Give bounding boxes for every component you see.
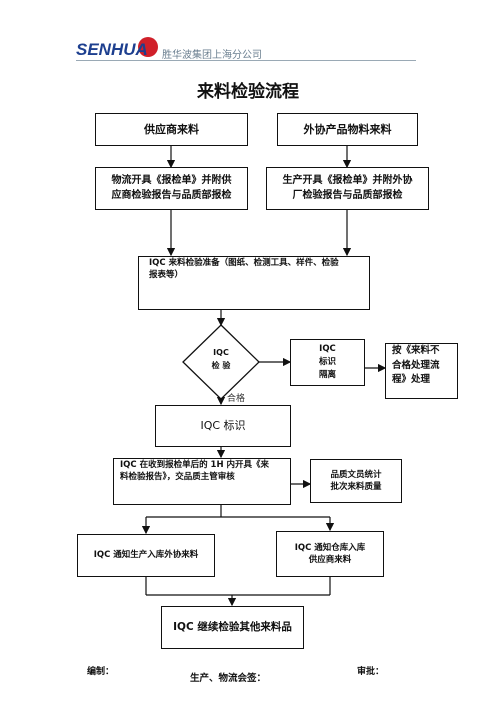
production-line2: 厂检验报告与品质部报检 (292, 189, 403, 201)
footer-sign: 生产、物流会签： (190, 673, 267, 684)
decision-line1: IQC (213, 348, 229, 357)
logistics-line1: 物流开具《报检单》并附供 (111, 175, 232, 186)
decision-line2: 检 验 (211, 360, 231, 370)
box-production-report: 生产开具《报检单》并附外协 厂检验报告与品质部报检 (266, 167, 429, 210)
box-outsource: 外协产品物料来料 (277, 113, 418, 146)
company-name: 胜华波集团上海分公司 (162, 50, 262, 61)
box-inspection-prep: IQC 来料检验准备（图纸、检测工具、样件、检验 报表等） (138, 256, 370, 310)
box-notify-production: IQC 通知生产入库外协来料 (77, 534, 215, 577)
stats-line2: 批次来料质量 (330, 482, 382, 492)
page-title: 来料检验流程 (197, 82, 299, 102)
box-iqc-mark: IQC 标识 (155, 405, 291, 447)
box-outsource-label: 外协产品物料来料 (303, 122, 392, 136)
box-supplier-label: 供应商来料 (144, 122, 199, 136)
box-logistics-report: 物流开具《报检单》并附供 应商检验报告与品质部报检 (95, 167, 248, 210)
stats-line1: 品质文员统计 (330, 469, 382, 480)
box-nonconform-process: 按《来料不 合格处理流 程》处理 (385, 343, 458, 399)
box-supplier: 供应商来料 (95, 113, 248, 146)
footer-editor: 编制： (87, 667, 115, 677)
footer-approve: 审批： (357, 667, 385, 677)
notify-production-label: IQC 通知生产入库外协来料 (93, 550, 199, 561)
prep-line2: 报表等） (149, 270, 184, 281)
box-continue-inspection: IQC 继续检验其他来料品 (161, 606, 304, 649)
warehouse-line2: 供应商来料 (308, 555, 352, 565)
nonconform-line1: 按《来料不 (392, 345, 440, 356)
header-divider (76, 60, 416, 61)
isolate-line3: 隔离 (318, 369, 336, 380)
nonconform-line2: 合格处理流 (392, 359, 440, 371)
continue-label: IQC 继续检验其他来料品 (173, 620, 292, 633)
prep-line1: IQC 来料检验准备（图纸、检测工具、样件、检验 (149, 258, 339, 268)
warehouse-line1: IQC 通知仓库入库 (294, 542, 366, 553)
pass-label: 合格 (227, 394, 246, 404)
nonconform-line3: 程》处理 (392, 374, 431, 386)
decision-label: IQC 检 验 (191, 347, 251, 373)
box-inspection-report: IQC 在收到报检单后的 1H 内开具《来 料检验报告》，交品质主管审核 (113, 458, 291, 505)
box-mark-isolate: IQC 标识 隔离 (290, 339, 365, 386)
box-notify-warehouse: IQC 通知仓库入库 供应商来料 (276, 531, 384, 577)
logo-text: SENHUA (76, 40, 148, 59)
isolate-line1: IQC (319, 344, 336, 355)
logistics-line2: 应商检验报告与品质部报检 (111, 189, 232, 201)
box-quality-stats: 品质文员统计 批次来料质量 (310, 459, 402, 503)
isolate-line2: 标识 (318, 357, 336, 368)
iqc-mark-label: IQC 标识 (200, 419, 246, 433)
report-line2: 料检验报告》，交品质主管审核 (120, 472, 235, 483)
report-line1: IQC 在收到报检单后的 1H 内开具《来 (120, 460, 270, 470)
company-logo: SENHUA (76, 34, 158, 62)
production-line1: 生产开具《报检单》并附外协 (282, 175, 413, 186)
decision-diamond (182, 324, 260, 400)
